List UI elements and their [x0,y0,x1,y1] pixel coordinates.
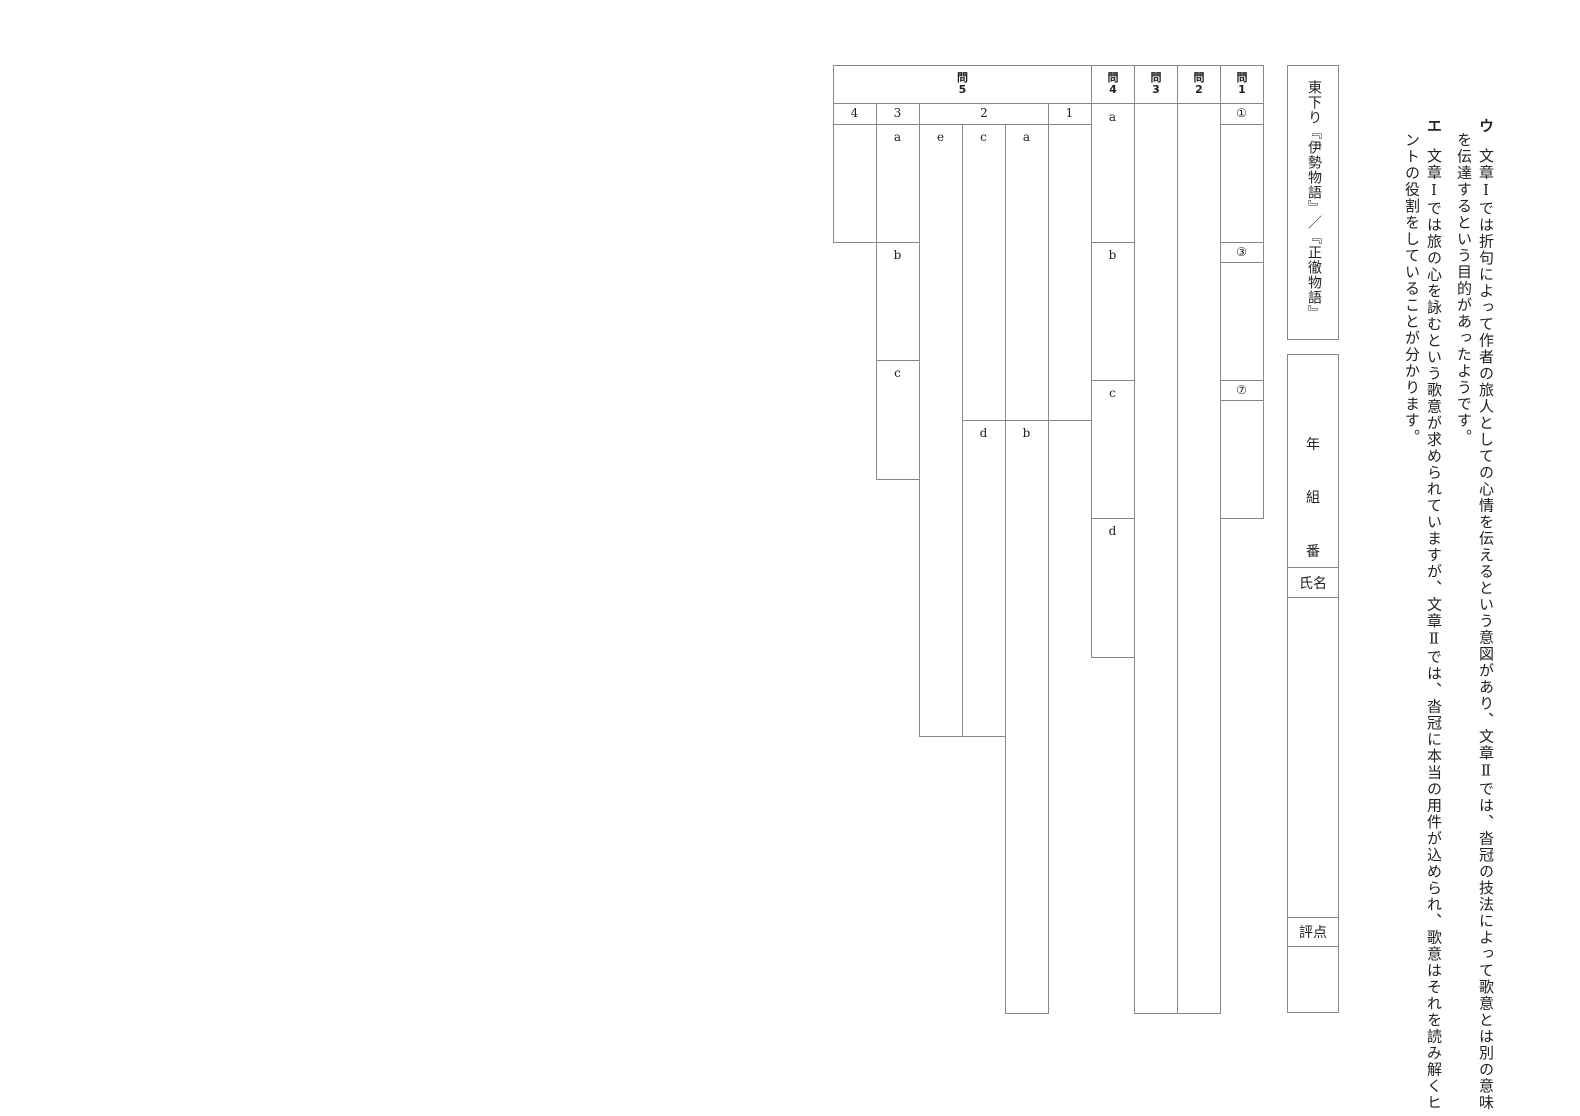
name-field[interactable] [1287,597,1339,918]
choice-e-text: 文章Ⅰでは旅の心を詠むという歌意が求められていますが、文章Ⅱでは、沓冠に本当の用… [1425,148,1443,1111]
q4b-answer[interactable] [1091,242,1135,381]
q1-7-label: ⑦ [1236,383,1247,397]
q4a-answer[interactable] [1091,103,1135,243]
q5-part1-label: 1 [1065,106,1074,120]
q4d-label: d [1108,524,1117,538]
q5-3a-label: a [893,130,902,144]
q3-answer[interactable] [1134,103,1178,1014]
q5-part3-label: 3 [893,106,902,120]
q4b-label: b [1108,248,1117,262]
choice-u-mark: ウ [1477,118,1495,135]
q5-2c-label: c [980,130,987,144]
choice-e-text-cont: ントの役割をしていることが分かります。 [1403,132,1421,446]
q5-2b-label: b [1022,426,1031,440]
choice-u-text-cont: を伝達するという目的があったようです。 [1455,132,1473,446]
q1-7-answer[interactable] [1220,400,1264,519]
q4a-label: a [1108,110,1117,124]
q4c-label: c [1109,386,1116,400]
score-field[interactable] [1287,946,1339,1013]
q5-part2-label: 2 [980,106,988,120]
q5-1-answer[interactable] [1048,124,1092,421]
q5-part4-label: 4 [850,106,859,120]
year-label: 年 [1306,437,1320,453]
q1-3-label: ③ [1236,245,1247,259]
name-label: 氏名 [1299,576,1327,592]
q5-2d-label: d [979,426,988,440]
q2-label: 問 2 [1193,71,1205,96]
q4-label: 問 4 [1107,71,1119,96]
q1-1-answer[interactable] [1220,124,1264,243]
title: 東下り『伊勢物語』／『正徹物語』 [1306,80,1322,320]
q5-2e-label: e [936,130,945,144]
number-label: 番 [1306,544,1320,560]
q5-2b-answer[interactable] [1005,420,1049,1014]
q5-2a-label: a [1022,130,1031,144]
q5-4-answer[interactable] [833,124,877,243]
q1-1-label: ① [1236,106,1247,120]
q5-2a-answer[interactable] [1005,124,1049,421]
q5-2d-answer[interactable] [962,420,1006,737]
q1-label: 問 1 [1236,71,1248,96]
q5-2e-answer[interactable] [919,124,963,737]
q5-2c-answer[interactable] [962,124,1006,421]
q5-3c-label: c [894,366,901,380]
q5-3b-label: b [893,248,902,262]
q2-answer[interactable] [1177,103,1221,1014]
q4d-answer[interactable] [1091,518,1135,658]
q5-label: 問 5 [957,71,968,96]
choice-u-text: 文章Ⅰでは折句によって作者の旅人としての心情を伝えるという意図があり、文章Ⅱでは… [1477,148,1495,1111]
q1-3-answer[interactable] [1220,262,1264,381]
class-label: 組 [1306,490,1320,506]
score-label: 評点 [1299,925,1327,941]
title-box [1287,65,1339,340]
q4c-answer[interactable] [1091,380,1135,519]
q3-label: 問 3 [1150,71,1162,96]
choice-e-mark: エ [1425,118,1443,135]
